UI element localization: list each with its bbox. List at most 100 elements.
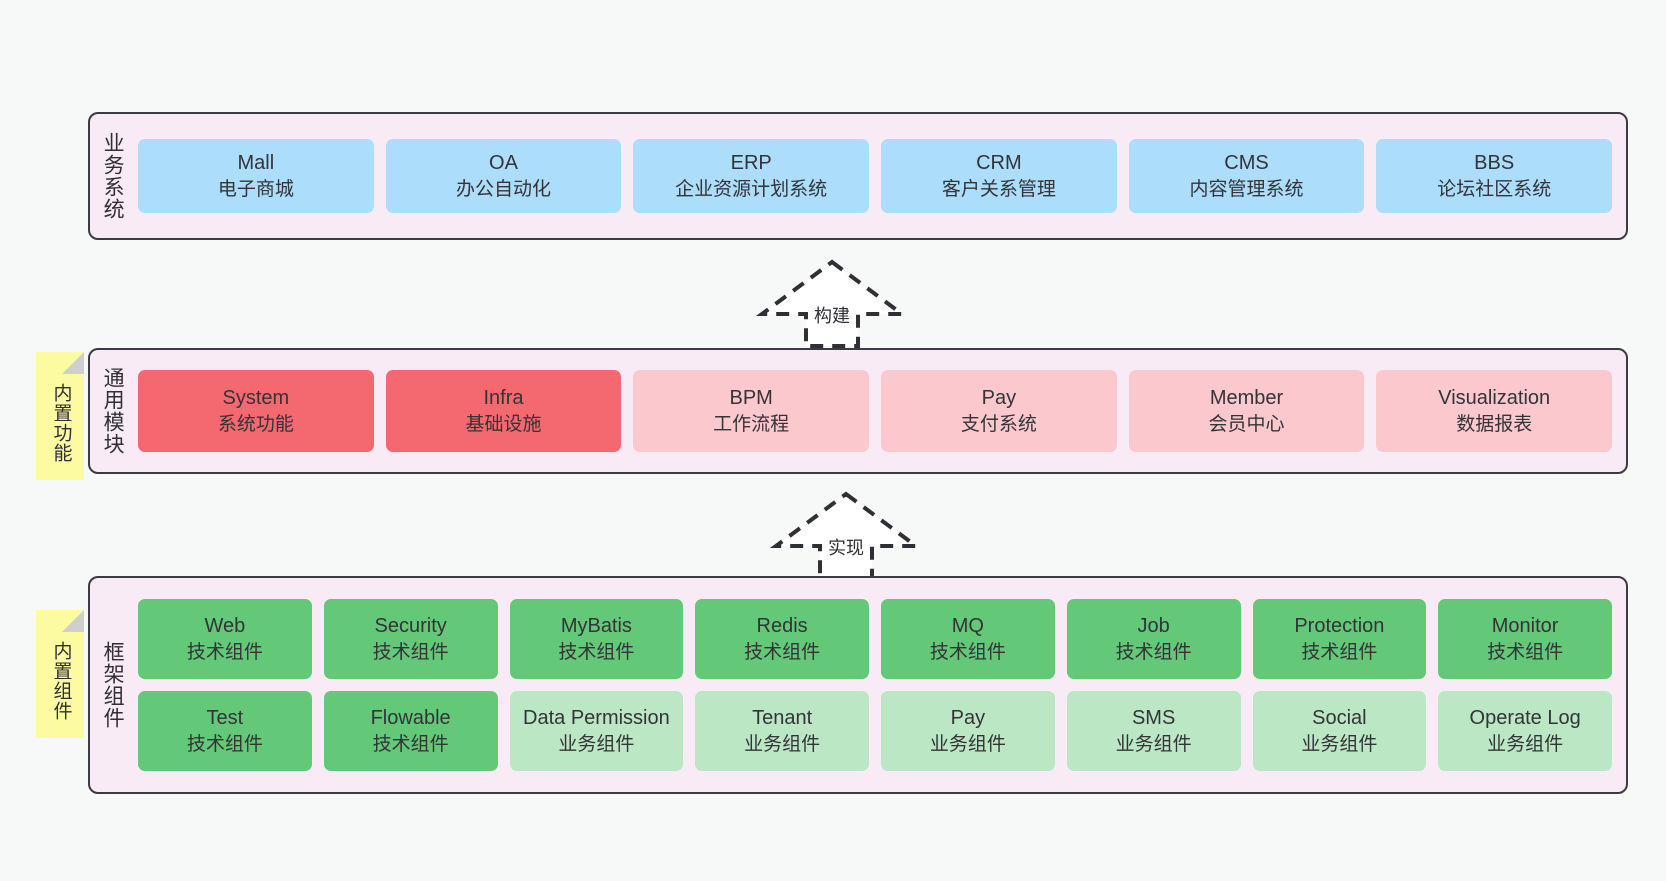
node-monitor[interactable]: Monitor 技术组件 [1438,599,1612,679]
node-subtitle: 办公自动化 [456,178,552,200]
node-title: MQ [951,615,984,638]
node-bbs[interactable]: BBS 论坛社区系统 [1376,139,1613,213]
node-subtitle: 业务组件 [558,733,635,755]
node-subtitle: 会员中心 [1208,413,1285,435]
node-oa[interactable]: OA 办公自动化 [385,139,622,213]
layer-title-business-systems: 业务系统 [101,132,125,220]
node-subtitle: 业务组件 [744,733,821,755]
node-web[interactable]: Web 技术组件 [138,599,312,679]
node-flowable[interactable]: Flowable 技术组件 [323,691,498,771]
note-builtin-components: 内置组件 [36,610,84,738]
node-title: Protection [1294,615,1385,638]
node-test[interactable]: Test 技术组件 [138,691,312,771]
node-subtitle: 技术组件 [1301,641,1378,663]
node-sms[interactable]: SMS 业务组件 [1066,691,1241,771]
node-pay[interactable]: Pay 支付系统 [881,370,1117,452]
node-subtitle: 数据报表 [1456,413,1533,435]
node-title: Visualization [1438,387,1551,410]
layer-common-modules: 通用模块 System 系统功能 Infra 基础设施 BPM 工作流程 Pay… [88,348,1628,474]
node-subtitle: 技术组件 [372,733,449,755]
node-subtitle: 技术组件 [558,641,635,663]
node-title: Mall [237,152,275,175]
node-tenant[interactable]: Tenant 业务组件 [695,691,869,771]
node-visualization[interactable]: Visualization 数据报表 [1376,370,1613,452]
layer-row: Test 技术组件 Flowable 技术组件 Data Permission … [138,691,1612,771]
node-data-permission[interactable]: Data Permission 业务组件 [509,691,684,771]
layer-row: Web 技术组件 Security 技术组件 MyBatis 技术组件 Redi… [138,599,1612,679]
node-infra[interactable]: Infra 基础设施 [385,370,622,452]
node-subtitle: 支付系统 [960,413,1037,435]
dashed-hollow-arrow-up-icon [769,491,923,580]
node-title: Job [1137,615,1170,638]
node-title: BBS [1474,152,1515,175]
dashed-hollow-arrow-up-icon [755,259,909,348]
node-title: Member [1209,387,1284,410]
node-subtitle: 工作流程 [713,413,790,435]
node-title: Web [204,615,246,638]
node-title: Test [206,707,244,730]
node-title: Data Permission [523,707,670,730]
node-system[interactable]: System 系统功能 [138,370,374,452]
node-title: Monitor [1491,615,1559,638]
node-mybatis[interactable]: MyBatis 技术组件 [509,599,684,679]
note-builtin-functions: 内置功能 [36,352,84,480]
node-title: OA [489,152,518,175]
layer-title-common-modules: 通用模块 [101,367,125,455]
node-job[interactable]: Job 技术组件 [1066,599,1241,679]
node-subtitle: 业务组件 [1115,733,1192,755]
node-title: MyBatis [560,615,632,638]
arrow-implement: 实现 [766,490,926,580]
note-label: 内置组件 [50,641,72,721]
node-subtitle: 技术组件 [186,733,263,755]
node-title: Pay [981,387,1017,410]
node-subtitle: 企业资源计划系统 [675,178,828,200]
node-title: CRM [976,152,1022,175]
node-title: ERP [730,152,772,175]
node-subtitle: 论坛社区系统 [1437,178,1552,200]
node-subtitle: 技术组件 [186,641,263,663]
node-title: Flowable [370,707,451,730]
arrow-build: 构建 [752,258,912,348]
node-subtitle: 系统功能 [217,413,294,435]
node-title: Security [374,615,447,638]
layer-body-framework-components: Web 技术组件 Security 技术组件 MyBatis 技术组件 Redi… [134,578,1626,792]
node-mall[interactable]: Mall 电子商城 [138,139,374,213]
node-operate-log[interactable]: Operate Log 业务组件 [1438,691,1612,771]
node-security[interactable]: Security 技术组件 [323,599,498,679]
layer-title-framework-components: 框架组件 [101,641,125,729]
node-title: SMS [1131,707,1176,730]
node-subtitle: 业务组件 [929,733,1006,755]
node-redis[interactable]: Redis 技术组件 [695,599,869,679]
node-subtitle: 技术组件 [1115,641,1192,663]
node-subtitle: 技术组件 [929,641,1006,663]
layer-row: System 系统功能 Infra 基础设施 BPM 工作流程 Pay 支付系统… [138,370,1613,452]
node-subtitle: 技术组件 [744,641,821,663]
node-title: Infra [483,387,524,410]
note-label: 内置功能 [50,383,72,463]
node-bpm[interactable]: BPM 工作流程 [633,370,870,452]
node-title: Redis [756,615,808,638]
node-social[interactable]: Social 业务组件 [1252,691,1427,771]
node-subtitle: 技术组件 [372,641,449,663]
layer-framework-components: 框架组件 Web 技术组件 Security 技术组件 MyBatis 技术组件… [88,576,1628,794]
node-subtitle: 技术组件 [1487,641,1564,663]
node-title: Social [1312,707,1367,730]
node-title: BPM [729,387,773,410]
node-crm[interactable]: CRM 客户关系管理 [881,139,1117,213]
node-subtitle: 内容管理系统 [1189,178,1304,200]
node-subtitle: 客户关系管理 [941,178,1056,200]
node-subtitle: 业务组件 [1487,733,1564,755]
layer-body-business-systems: Mall 电子商城 OA 办公自动化 ERP 企业资源计划系统 CRM 客户关系… [134,114,1626,238]
node-subtitle: 基础设施 [465,413,542,435]
node-erp[interactable]: ERP 企业资源计划系统 [633,139,870,213]
node-subtitle: 业务组件 [1301,733,1378,755]
node-cms[interactable]: CMS 内容管理系统 [1128,139,1365,213]
layer-row: Mall 电子商城 OA 办公自动化 ERP 企业资源计划系统 CRM 客户关系… [138,139,1613,213]
node-subtitle: 电子商城 [217,178,294,200]
node-pay-component[interactable]: Pay 业务组件 [881,691,1055,771]
node-protection[interactable]: Protection 技术组件 [1252,599,1427,679]
node-mq[interactable]: MQ 技术组件 [881,599,1055,679]
node-member[interactable]: Member 会员中心 [1128,370,1365,452]
node-title: Pay [950,707,986,730]
